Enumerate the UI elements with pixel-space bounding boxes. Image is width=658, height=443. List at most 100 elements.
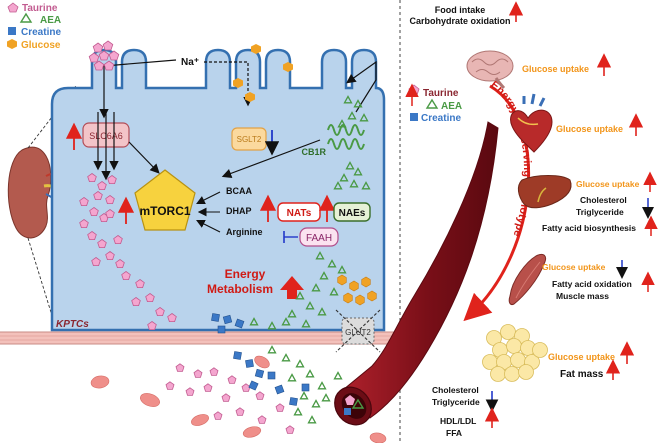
- creatine-molecule: [254, 368, 265, 379]
- kidney-icon: [7, 146, 52, 239]
- aea-molecule: [329, 287, 339, 296]
- aea-molecule: [343, 95, 353, 104]
- circ-creatine-label: Creatine: [421, 113, 461, 124]
- creatine-molecule: [248, 380, 259, 391]
- aea-molecule: [267, 321, 277, 330]
- glucose-molecule: [361, 276, 371, 288]
- aea-molecule: [315, 251, 325, 260]
- aea-molecule: [317, 307, 327, 316]
- creatine-molecule: [301, 383, 310, 392]
- aea-molecule: [305, 301, 315, 310]
- taurine-legend-icon: [7, 2, 19, 13]
- aea-molecule: [349, 179, 359, 188]
- aea-molecule: [301, 319, 311, 328]
- taurine-molecule: [102, 40, 114, 51]
- faah-label: FAAH: [306, 233, 332, 244]
- taurine-molecule: [145, 293, 155, 303]
- taurine-molecule: [105, 209, 115, 219]
- fat-cell: [506, 338, 522, 354]
- liver-cholesterol: Cholesterol: [580, 195, 627, 205]
- heart-icon: [510, 109, 553, 153]
- sodium-to-sglt2-arrow: [204, 61, 253, 107]
- aea-molecule: [345, 161, 355, 170]
- glucose-molecule: [337, 274, 347, 286]
- aea-molecule: [317, 381, 327, 390]
- taurine-molecule: [235, 407, 245, 416]
- brain-organ: [466, 50, 514, 90]
- taurine-molecule: [135, 279, 145, 289]
- legend: Taurine AEA Creatine Glucose: [7, 2, 61, 51]
- taurine-molecule: [107, 175, 117, 185]
- taurine-molecule: [97, 181, 107, 191]
- faah-inhibition: [283, 231, 298, 243]
- faah-box: FAAH: [299, 227, 339, 247]
- creatine-molecule: [274, 384, 285, 395]
- aea-molecule: [281, 353, 291, 362]
- naes-box: NAEs: [333, 202, 371, 222]
- taurine-molecule: [167, 313, 177, 323]
- taurine-molecule: [103, 60, 115, 71]
- red-blood-cell: [90, 375, 110, 389]
- blood-ffa: FFA: [446, 428, 462, 438]
- taurine-molecule: [257, 415, 267, 424]
- taurine-molecule: [147, 321, 157, 331]
- liver-fa-biosynthesis: Fatty acid biosynthesis: [542, 223, 636, 233]
- aea-molecule: [361, 181, 371, 190]
- red-blood-cell: [242, 426, 262, 438]
- creatine-circ-icon: [410, 113, 418, 121]
- creatine-molecule: [217, 325, 226, 334]
- blood-triglyceride: Triglyceride: [432, 397, 480, 407]
- brain-icon: [466, 50, 514, 82]
- muscle-mass-label: Muscle mass: [556, 291, 609, 301]
- muscle-fa-oxidation: Fatty acid oxidation: [552, 279, 632, 289]
- liver-icon: [517, 175, 572, 209]
- taurine-molecule: [131, 297, 141, 307]
- creatine-molecule: [289, 397, 298, 406]
- aea-molecule: [337, 119, 347, 128]
- red-blood-cell: [140, 393, 160, 407]
- aea-molecule: [281, 317, 291, 326]
- fat-cell: [500, 324, 516, 340]
- nats-box: NATs: [277, 202, 321, 222]
- taurine-molecule: [203, 383, 213, 392]
- creatine-molecule: [233, 351, 242, 360]
- legend-glucose: Glucose: [21, 40, 61, 51]
- taurine-molecule: [193, 369, 203, 378]
- liver-organ: [517, 175, 572, 209]
- taurine-molecule: [79, 197, 89, 207]
- adipose-tissue: [482, 324, 548, 382]
- circ-taurine-label: Taurine: [423, 88, 459, 99]
- food-intake-label: Food intake: [435, 5, 486, 15]
- glucose-molecule: [233, 78, 243, 88]
- aea-circ-icon: [425, 98, 439, 109]
- heart-glucose-uptake: Glucose uptake: [556, 124, 623, 134]
- aea-molecule: [287, 373, 297, 382]
- liver-triglyceride: Triglyceride: [576, 207, 624, 217]
- legend-creatine: Creatine: [21, 27, 61, 38]
- taurine-molecule: [209, 367, 219, 376]
- creatine-molecule: [234, 318, 245, 329]
- taurine-molecule: [241, 383, 251, 392]
- taurine-molecule: [91, 257, 101, 267]
- glucose-molecule: [367, 290, 377, 302]
- red-blood-cell: [369, 432, 387, 443]
- aea-molecule: [353, 99, 363, 108]
- fat-cell: [504, 366, 520, 382]
- taurine-molecule: [98, 50, 110, 61]
- sodium-to-slc6a6-arrow: [99, 59, 177, 119]
- sglt2-transporter: SGLT2: [231, 127, 267, 151]
- taurine-molecule: [115, 259, 125, 269]
- taurine-molecule: [275, 403, 285, 412]
- legend-taurine: Taurine: [22, 3, 58, 14]
- kptcs-label: KPTCs: [56, 319, 89, 330]
- energy-label-line2: Metabolism: [207, 282, 273, 296]
- taurine-molecule: [113, 235, 123, 245]
- aea-molecule: [333, 181, 343, 190]
- taurine-molecule: [227, 375, 237, 384]
- fat-cell: [518, 364, 534, 380]
- bcaa-arrow: [196, 191, 221, 204]
- fat-mass-label: Fat mass: [560, 369, 604, 380]
- bcaa-label: BCAA: [226, 186, 252, 196]
- aea-molecule: [337, 265, 347, 274]
- taurine-molecule: [88, 52, 100, 63]
